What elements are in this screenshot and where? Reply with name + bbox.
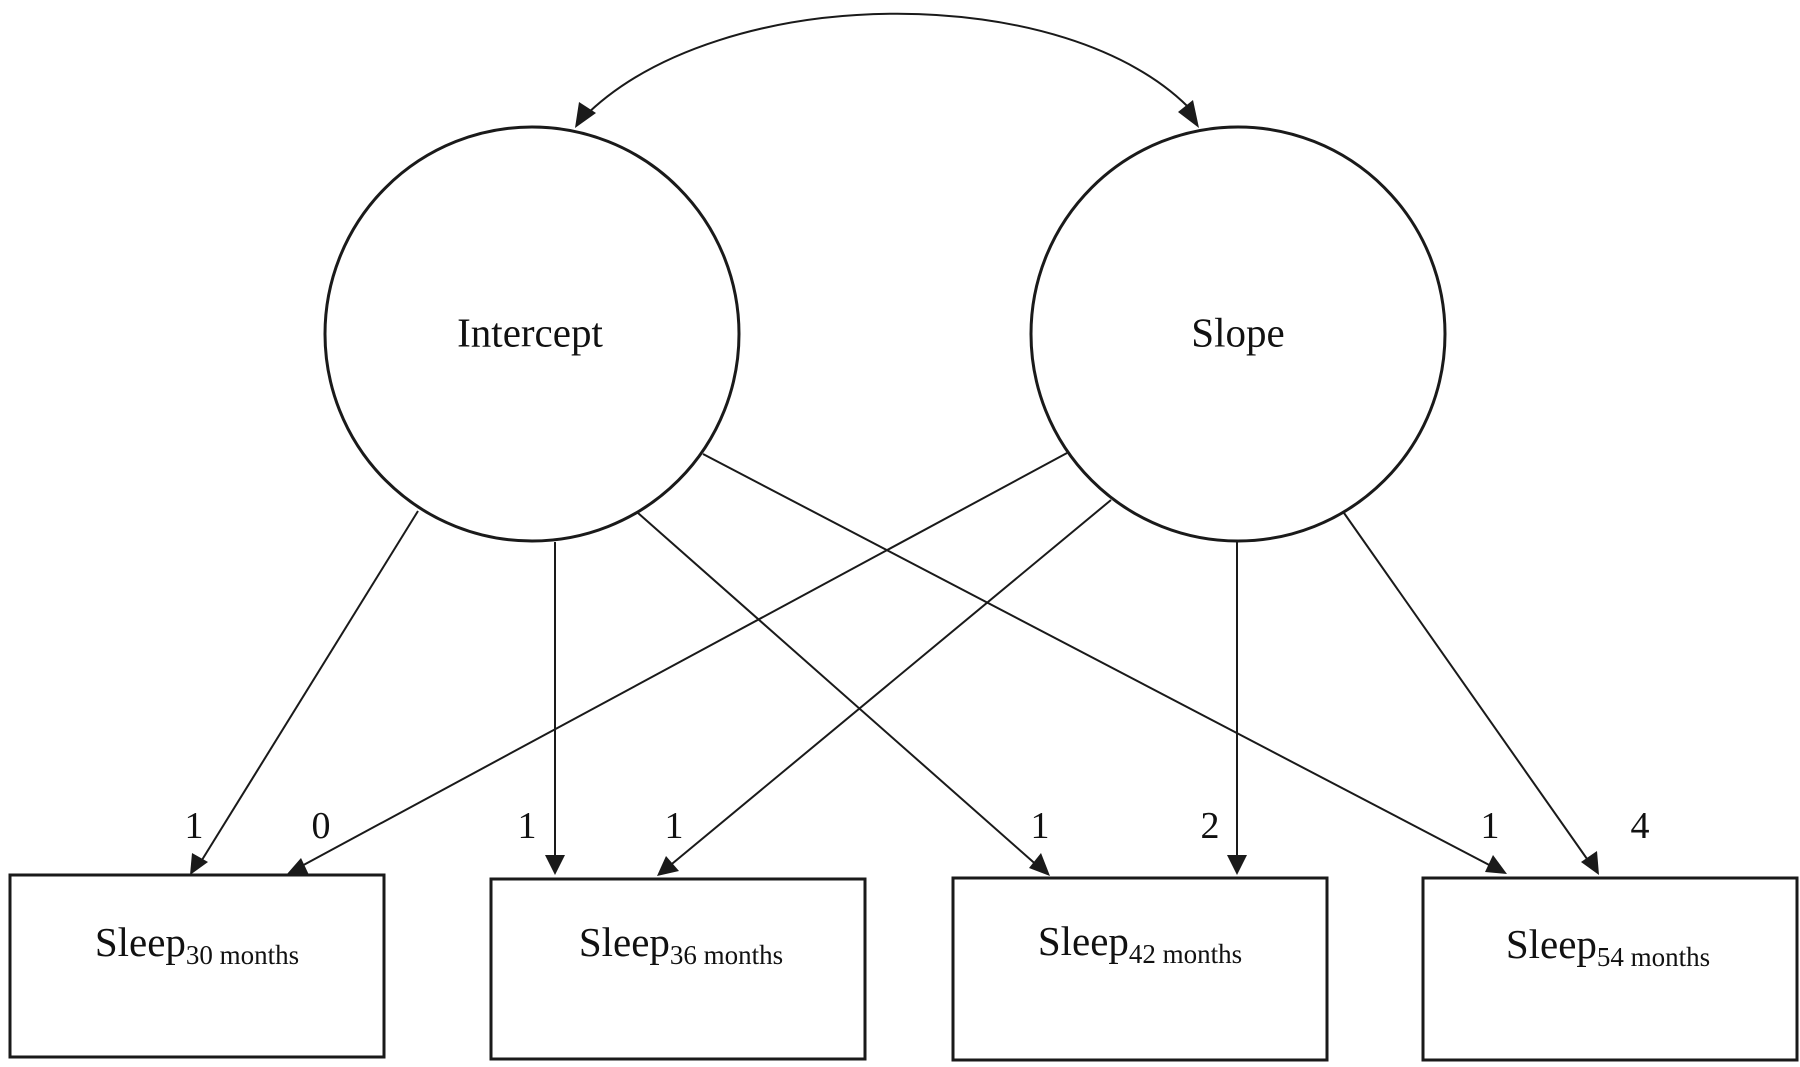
arrowhead-slope-sleep54 bbox=[1581, 851, 1599, 875]
sleep54-label-subscript: 54 months bbox=[1597, 942, 1710, 972]
weight-intercept-sleep36: 1 bbox=[518, 805, 537, 847]
loading-paths bbox=[190, 452, 1599, 876]
latent-slope: Slope bbox=[1029, 125, 1447, 543]
sleep36-box bbox=[489, 877, 867, 1061]
path-intercept-sleep30 bbox=[196, 510, 419, 869]
arrowhead-intercept-sleep30 bbox=[190, 853, 208, 875]
weight-intercept-sleep30: 1 bbox=[185, 805, 204, 847]
loading-weights: 1 0 1 1 1 2 1 4 bbox=[185, 805, 1650, 847]
covariance-arrowhead-left bbox=[575, 102, 596, 128]
latent-intercept: Intercept bbox=[323, 125, 741, 543]
observed-sleep36: Sleep36 months bbox=[489, 877, 867, 1061]
weight-slope-sleep30: 0 bbox=[312, 805, 331, 847]
slope-label: Slope bbox=[1191, 309, 1284, 355]
path-slope-sleep54 bbox=[1343, 512, 1593, 867]
covariance-arrowhead-right bbox=[1178, 100, 1199, 128]
sleep42-label-main: Sleep bbox=[1038, 918, 1129, 964]
observed-sleep42: Sleep42 months bbox=[951, 876, 1329, 1062]
intercept-label: Intercept bbox=[457, 309, 603, 355]
weight-intercept-sleep54: 1 bbox=[1481, 805, 1500, 847]
path-slope-sleep30 bbox=[297, 452, 1068, 869]
sleep36-label-main: Sleep bbox=[579, 919, 670, 965]
weight-intercept-sleep42: 1 bbox=[1031, 805, 1050, 847]
slope-circle bbox=[1029, 125, 1447, 543]
path-slope-sleep36 bbox=[666, 499, 1112, 869]
weight-slope-sleep42: 2 bbox=[1201, 805, 1220, 847]
sleep30-box bbox=[8, 873, 386, 1059]
sleep36-label: Sleep36 months bbox=[579, 919, 783, 970]
sleep30-label-main: Sleep bbox=[95, 919, 186, 965]
arrowhead-intercept-sleep54 bbox=[1485, 855, 1507, 874]
sleep36-label-subscript: 36 months bbox=[670, 940, 783, 970]
sleep54-box bbox=[1421, 876, 1799, 1062]
weight-slope-sleep36: 1 bbox=[665, 805, 684, 847]
intercept-circle bbox=[323, 125, 741, 543]
observed-sleep30: Sleep30 months bbox=[8, 873, 386, 1059]
arrowhead-slope-sleep36 bbox=[657, 856, 679, 876]
arrowhead-slope-sleep42 bbox=[1227, 855, 1247, 875]
sleep54-label: Sleep54 months bbox=[1506, 921, 1710, 972]
arrowhead-intercept-sleep36 bbox=[545, 855, 565, 875]
arrowhead-intercept-sleep42 bbox=[1029, 853, 1050, 876]
covariance-arc bbox=[575, 12, 1199, 128]
sleep42-label: Sleep42 months bbox=[1038, 918, 1242, 969]
arrowhead-slope-sleep30 bbox=[287, 858, 309, 875]
sleep54-label-main: Sleep bbox=[1506, 921, 1597, 967]
path-intercept-sleep42 bbox=[637, 512, 1041, 869]
observed-sleep54: Sleep54 months bbox=[1421, 876, 1799, 1062]
sleep42-box bbox=[951, 876, 1329, 1062]
weight-slope-sleep54: 4 bbox=[1631, 805, 1650, 847]
sleep42-label-subscript: 42 months bbox=[1129, 939, 1242, 969]
sleep30-label-subscript: 30 months bbox=[186, 940, 299, 970]
path-intercept-sleep54 bbox=[702, 453, 1496, 869]
sleep30-label: Sleep30 months bbox=[95, 919, 299, 970]
